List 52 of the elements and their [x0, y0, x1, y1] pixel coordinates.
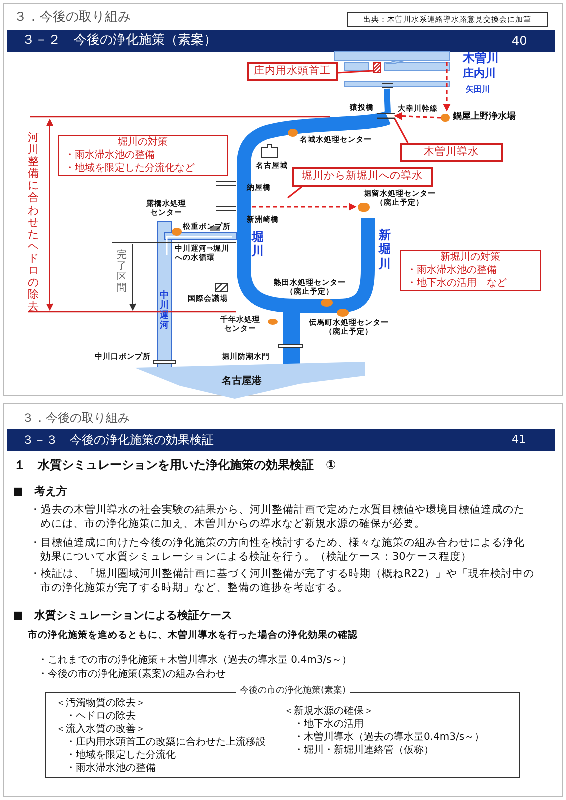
river-label: 木曽川 [463, 50, 499, 67]
bullet-item: ・ヘドロの除去 [65, 710, 137, 723]
bullet-item: ・これまでの市の浄化施策＋木曽川導水（過去の導水量 0.4m3/s～） [38, 654, 352, 668]
section-heading: ３．今後の取り組み [22, 410, 130, 427]
bridge-symbol [377, 113, 395, 119]
sluice-gate [373, 62, 381, 73]
leader-line [394, 118, 409, 144]
bullet-item: ・木曽川導水（過去の導水量0.4m3/s～） [293, 731, 485, 744]
bullet-item: ・雨水滞水池の整備 [407, 264, 498, 277]
bullet-item: ・雨水滞水池の整備 [65, 149, 156, 162]
arrow [443, 62, 451, 112]
group-heading: ＜汚濁物質の除去＞ [56, 697, 147, 710]
bullet-item: ・今後の市の浄化施策(素案)の組み合わせ [38, 668, 226, 682]
bullet-item: ・堀川・新堀川連絡管（仮称） [293, 744, 435, 757]
bullet-paragraph: ・目標値達成に向けた今後の浄化施策の方向性を検討するため、様々な施策の組み合わせによる浄化効果について水質シミュレーションによる検証を行う。（検証ケース：30ケース程度） [30, 536, 526, 564]
section-heading: ■ 考え方 [13, 484, 68, 500]
bullet-item: ・地域を限定した分流化など [65, 162, 196, 175]
canal-label: 中川運河 [160, 292, 169, 332]
river-label: 堀川 [252, 230, 264, 259]
leader-line [338, 70, 374, 74]
bullet-item: ・庄内用水頭首工の改築に合わせた上流移設 [65, 736, 266, 749]
arrow [394, 112, 442, 120]
group-heading: ＜流入水質の改善＞ [56, 723, 147, 736]
river-label: 新堀川 [379, 228, 391, 272]
page-number: 41 [512, 432, 526, 448]
leader-line [288, 186, 302, 199]
river-label: 庄内川 [463, 66, 496, 82]
bullet-paragraph: ・検証は、「堀川圏域河川整備計画に基づく河川整備が完了する時期（概ねR22）」や「現在検討中の市の浄化施策が完了する時期」など、整備の進捗を考慮する。 [30, 567, 535, 596]
page-number: 40 [512, 33, 528, 50]
harbor-label: 名古屋港 [222, 374, 262, 389]
callout-box: 庄内用水頭首工 [247, 62, 338, 81]
box-heading: 新堀川の対策 [440, 251, 502, 264]
bullet-item: ・地域を限定した分流化 [65, 749, 177, 762]
vertical-label: 河川整備に合わせたヘドロの除去 [28, 132, 39, 314]
vertical-label: 完了区間 [117, 250, 127, 294]
group-heading: ＜新規水源の確保＞ [284, 705, 375, 718]
callout-box: 木曽川導水 [400, 143, 503, 162]
slide-title: ３－３ 今後の浄化施策の効果検証 [22, 432, 214, 449]
arrow [252, 203, 357, 211]
box-heading: 堀川の対策 [117, 136, 169, 149]
bullet-item: ・地下水の活用 など [407, 277, 508, 290]
section-heading: １ 水質シミュレーションを用いた浄化施策の効果検証 ① [14, 457, 336, 474]
section-heading: ■ 水質シミュレーションによる検証ケース [13, 608, 232, 624]
slide-title: ３－２ 今後の浄化施策（素案） [22, 32, 217, 50]
river-label: 矢田川 [466, 84, 490, 96]
bullet-item: ・雨水滞水池の整備 [65, 762, 157, 775]
section-heading: ３．今後の取り組み [14, 9, 131, 27]
bullet-paragraph: ・過去の木曽川導水の社会実験の結果から、河川整備計画で定めた水質目標値や環境目標値達成のためには、市の浄化施策に加え、木曽川からの導水など新規水源の確保が必要。 [30, 503, 526, 532]
subheading: 市の浄化施策を進めるともに、木曽川導水を行った場合の浄化効果の確認 [28, 629, 358, 643]
callout-box: 堀川から新堀川への導水 [292, 167, 433, 187]
facility-label: 鍋屋上野浄水場 [453, 111, 516, 124]
bullet-item: ・地下水の活用 [293, 718, 365, 731]
